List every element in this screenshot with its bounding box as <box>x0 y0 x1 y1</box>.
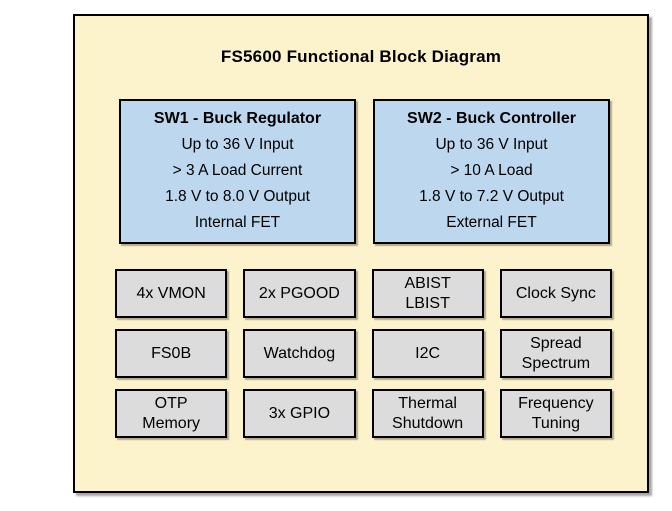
diagram-title: FS5600 Functional Block Diagram <box>220 47 502 66</box>
feature-cell-frequency-tuning: Frequency Tuning <box>499 389 612 438</box>
feature-cell-i2c: I2C <box>371 329 484 378</box>
feature-cell-gpio: 3x GPIO <box>243 389 356 438</box>
feature-cell-fs0b: FS0B <box>115 329 228 378</box>
regulator-row: SW1 - Buck Regulator Up to 36 V Input > … <box>119 99 610 244</box>
feature-cell-abist-lbist: ABIST LBIST <box>371 269 484 318</box>
sw1-spec-line: > 3 A Load Current <box>172 162 303 179</box>
sw2-spec-line: 1.8 V to 7.2 V Output <box>419 188 564 205</box>
sw2-spec-line: Up to 36 V Input <box>435 136 548 153</box>
feature-cell-watchdog: Watchdog <box>243 329 356 378</box>
sw2-spec-line: External FET <box>446 214 537 231</box>
sw2-buck-controller-block: SW2 - Buck Controller Up to 36 V Input >… <box>373 99 610 244</box>
diagram-frame: FS5600 Functional Block Diagram SW1 - Bu… <box>73 14 649 493</box>
feature-cell-otp-memory: OTP Memory <box>115 389 228 438</box>
sw1-spec-line: 1.8 V to 8.0 V Output <box>165 188 310 205</box>
sw2-block-title: SW2 - Buck Controller <box>407 110 576 127</box>
sw2-spec-line: > 10 A Load <box>450 162 533 179</box>
feature-cell-vmon: 4x VMON <box>115 269 228 318</box>
sw1-spec-line: Up to 36 V Input <box>181 136 294 153</box>
feature-cell-spread-spectrum: Spread Spectrum <box>499 329 612 378</box>
sw1-block-title: SW1 - Buck Regulator <box>153 110 322 127</box>
feature-cell-clock-sync: Clock Sync <box>499 269 612 318</box>
sw1-spec-line: Internal FET <box>194 214 281 231</box>
sw1-buck-regulator-block: SW1 - Buck Regulator Up to 36 V Input > … <box>119 99 356 244</box>
feature-cell-pgood: 2x PGOOD <box>243 269 356 318</box>
feature-grid: 4x VMON 2x PGOOD ABIST LBIST Clock Sync … <box>115 269 612 438</box>
feature-cell-thermal-shutdown: Thermal Shutdown <box>371 389 484 438</box>
